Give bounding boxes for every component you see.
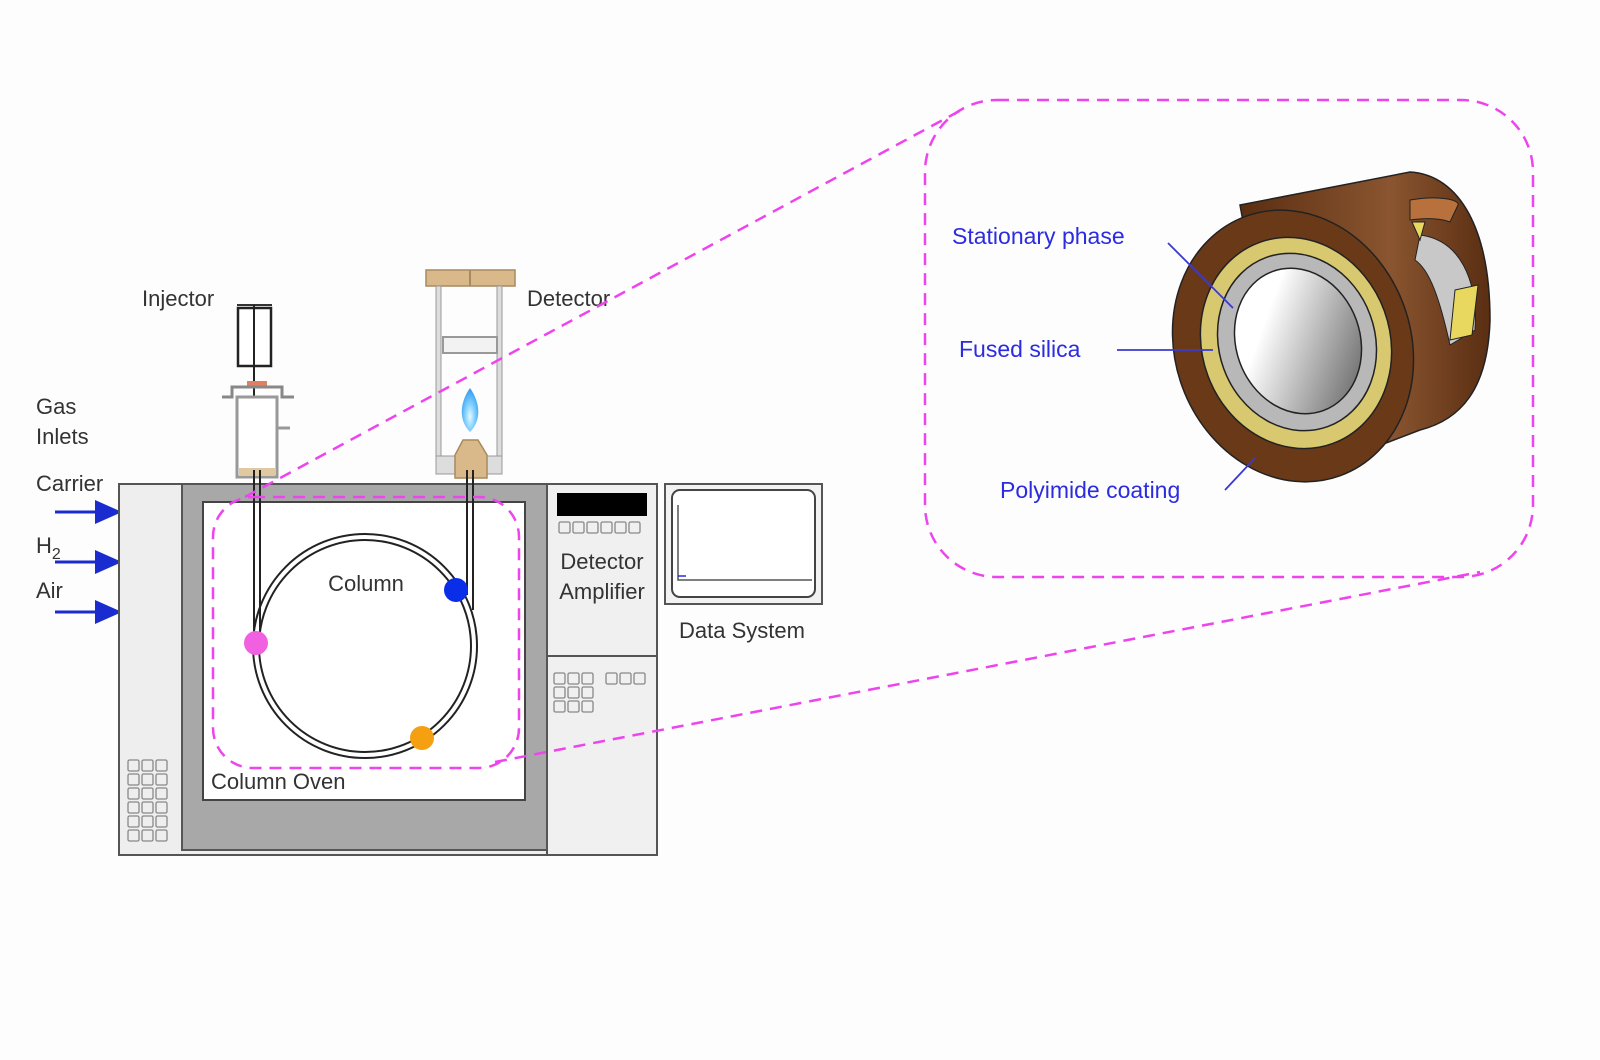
keypad-key xyxy=(127,801,140,814)
keypad-key xyxy=(141,787,154,800)
fused-silica-label: Fused silica xyxy=(959,336,1081,362)
control-keypad xyxy=(553,672,646,713)
keypad-key xyxy=(155,801,168,814)
keypad-key xyxy=(127,787,140,800)
keypad-key xyxy=(127,829,140,842)
gc-instrument: Column Oven Detector Amplifier Data Syst… xyxy=(118,483,823,856)
keypad-key xyxy=(558,521,571,534)
inset-box xyxy=(923,98,1535,579)
keypad-key xyxy=(127,759,140,772)
keypad-key xyxy=(628,521,641,534)
column: Column xyxy=(244,470,478,759)
keypad-key xyxy=(127,773,140,786)
keypad-key xyxy=(619,672,632,685)
polyimide-coating-label: Polyimide coating xyxy=(1000,477,1180,503)
column-oven-label: Column Oven xyxy=(211,769,346,794)
keypad-key xyxy=(141,801,154,814)
keypad-key xyxy=(567,686,580,699)
carrier-label: Carrier xyxy=(36,471,103,496)
keypad-key xyxy=(553,672,566,685)
keypad-key xyxy=(553,700,566,713)
keypad-key xyxy=(605,672,618,685)
amplifier-display xyxy=(557,493,647,516)
left-keypad xyxy=(127,759,168,842)
injector: Injector xyxy=(142,286,294,479)
keypad-key xyxy=(141,829,154,842)
gas-inlets: Gas Inlets Carrier H2 Air xyxy=(36,394,122,624)
inlets-label: Inlets xyxy=(36,424,89,449)
keypad-key xyxy=(141,759,154,772)
capillary-cross-section xyxy=(1171,171,1491,483)
h2-label: H2 xyxy=(36,533,61,563)
injector-label: Injector xyxy=(142,286,214,311)
keypad-key xyxy=(567,700,580,713)
keypad-key xyxy=(155,759,168,772)
pink-analyte-dot xyxy=(244,631,268,655)
keypad-key xyxy=(155,815,168,828)
detector-amplifier-label-2: Amplifier xyxy=(559,579,645,604)
keypad-key xyxy=(553,686,566,699)
data-system-label: Data System xyxy=(679,618,805,643)
column-bore xyxy=(1233,267,1363,415)
keypad-key xyxy=(155,773,168,786)
blue-analyte-dot xyxy=(444,578,468,602)
column-label: Column xyxy=(328,571,404,596)
air-label: Air xyxy=(36,578,63,603)
control-panel xyxy=(546,655,658,856)
zoom-highlight xyxy=(211,98,1535,770)
detector: Detector xyxy=(425,269,610,479)
keypad-key xyxy=(581,672,594,685)
amplifier-buttons xyxy=(558,521,641,534)
keypad-key xyxy=(581,686,594,699)
keypad-key xyxy=(581,700,594,713)
detector-amplifier-label-1: Detector xyxy=(560,549,643,574)
gas-label: Gas xyxy=(36,394,76,419)
keypad-key xyxy=(141,773,154,786)
keypad-key xyxy=(127,815,140,828)
keypad-key xyxy=(155,787,168,800)
keypad-key xyxy=(155,829,168,842)
keypad-key xyxy=(633,672,646,685)
keypad-key xyxy=(567,672,580,685)
column-highlight-box xyxy=(211,495,521,770)
flame-icon xyxy=(461,388,479,432)
keypad-key xyxy=(586,521,599,534)
orange-analyte-dot xyxy=(410,726,434,750)
inset-labels: Stationary phase Fused silica Polyimide … xyxy=(952,223,1256,503)
detector-label: Detector xyxy=(527,286,610,311)
keypad-key xyxy=(600,521,613,534)
keypad-key xyxy=(141,815,154,828)
keypad-key xyxy=(614,521,627,534)
stationary-phase-label: Stationary phase xyxy=(952,223,1125,249)
keypad-key xyxy=(572,521,585,534)
